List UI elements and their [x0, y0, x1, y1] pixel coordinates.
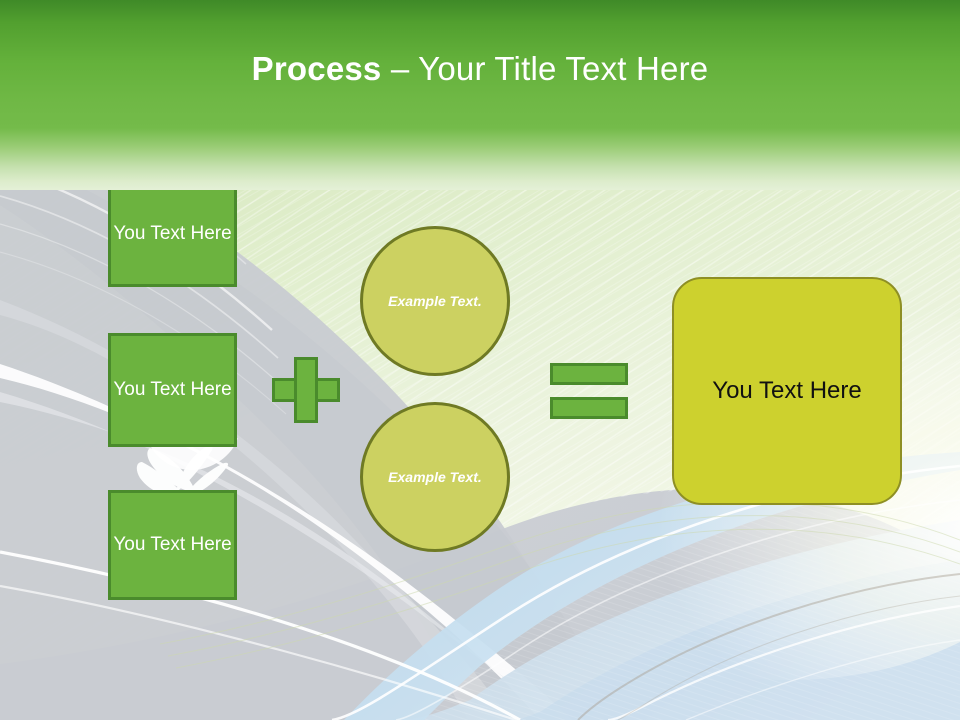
- equals-top-bar: [550, 363, 628, 385]
- result-box-label: You Text Here: [712, 377, 862, 404]
- page-title: Process – Your Title Text Here: [0, 48, 960, 90]
- equals-bottom-bar: [550, 397, 628, 419]
- example-circle-1-label: Example Text.: [388, 293, 482, 309]
- plus-operator-icon: [272, 357, 340, 423]
- result-box[interactable]: You Text Here: [672, 277, 902, 505]
- example-circle-2[interactable]: Example Text.: [360, 402, 510, 552]
- equals-operator-icon: [550, 363, 628, 419]
- input-box-2[interactable]: You Text Here: [108, 333, 237, 447]
- input-box-2-label: You Text Here: [113, 379, 232, 400]
- example-circle-2-label: Example Text.: [388, 469, 482, 485]
- input-box-1-label: You Text Here: [113, 222, 232, 244]
- page-title-rest-part: – Your Title Text Here: [381, 50, 709, 87]
- input-box-3[interactable]: You Text Here: [108, 490, 237, 600]
- page-title-bold-part: Process: [251, 50, 382, 87]
- plus-center-fill: [297, 381, 315, 399]
- example-circle-1[interactable]: Example Text.: [360, 226, 510, 376]
- input-box-1[interactable]: You Text Here: [108, 180, 237, 287]
- input-box-3-label: You Text Here: [113, 534, 232, 555]
- title-band-fade: [0, 128, 960, 190]
